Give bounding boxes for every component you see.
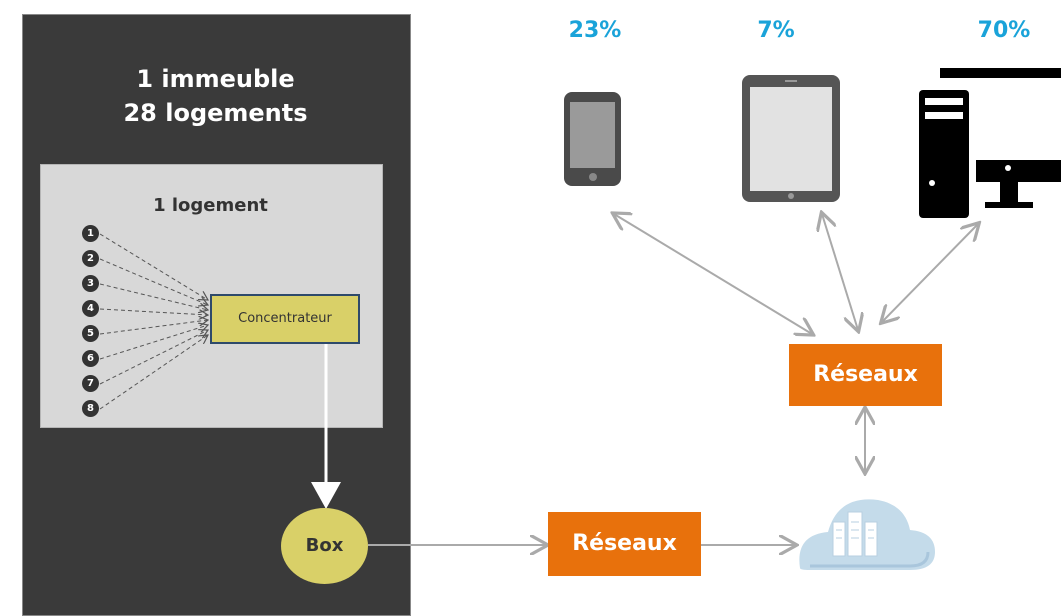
sensor-5: 5 [82,325,99,342]
box-node: Box [281,508,368,584]
sensor-4: 4 [82,300,99,317]
smartphone-link [614,214,812,334]
cloud-server-icon [799,499,935,570]
sensor-links [99,233,208,410]
network-box-bottom: Réseaux [548,512,701,576]
building-count: 1 immeuble [136,65,295,93]
network-box-top: Réseaux [789,344,942,406]
connector-layer [99,68,1061,570]
tablet-icon [742,75,840,202]
smartphone-percent: 23% [568,18,622,43]
sensor-2: 2 [82,250,99,267]
sensor-7: 7 [82,375,99,392]
sensor-1: 1 [82,225,99,242]
desktop-computer-icon [919,68,1061,218]
desktop-percent: 70% [977,18,1031,43]
sensor-6: 6 [82,350,99,367]
building-title: 1 immeuble 28 logements [22,62,409,130]
desktop-link [882,224,978,322]
sensor-3: 3 [82,275,99,292]
dwelling-label: 1 logement [153,195,268,216]
sensor-8: 8 [82,400,99,417]
dwelling-count: 28 logements [123,99,308,127]
smartphone-icon [564,92,621,186]
tablet-link [822,214,858,330]
concentrator-box: Concentrateur [210,294,360,344]
tablet-percent: 7% [757,18,795,43]
